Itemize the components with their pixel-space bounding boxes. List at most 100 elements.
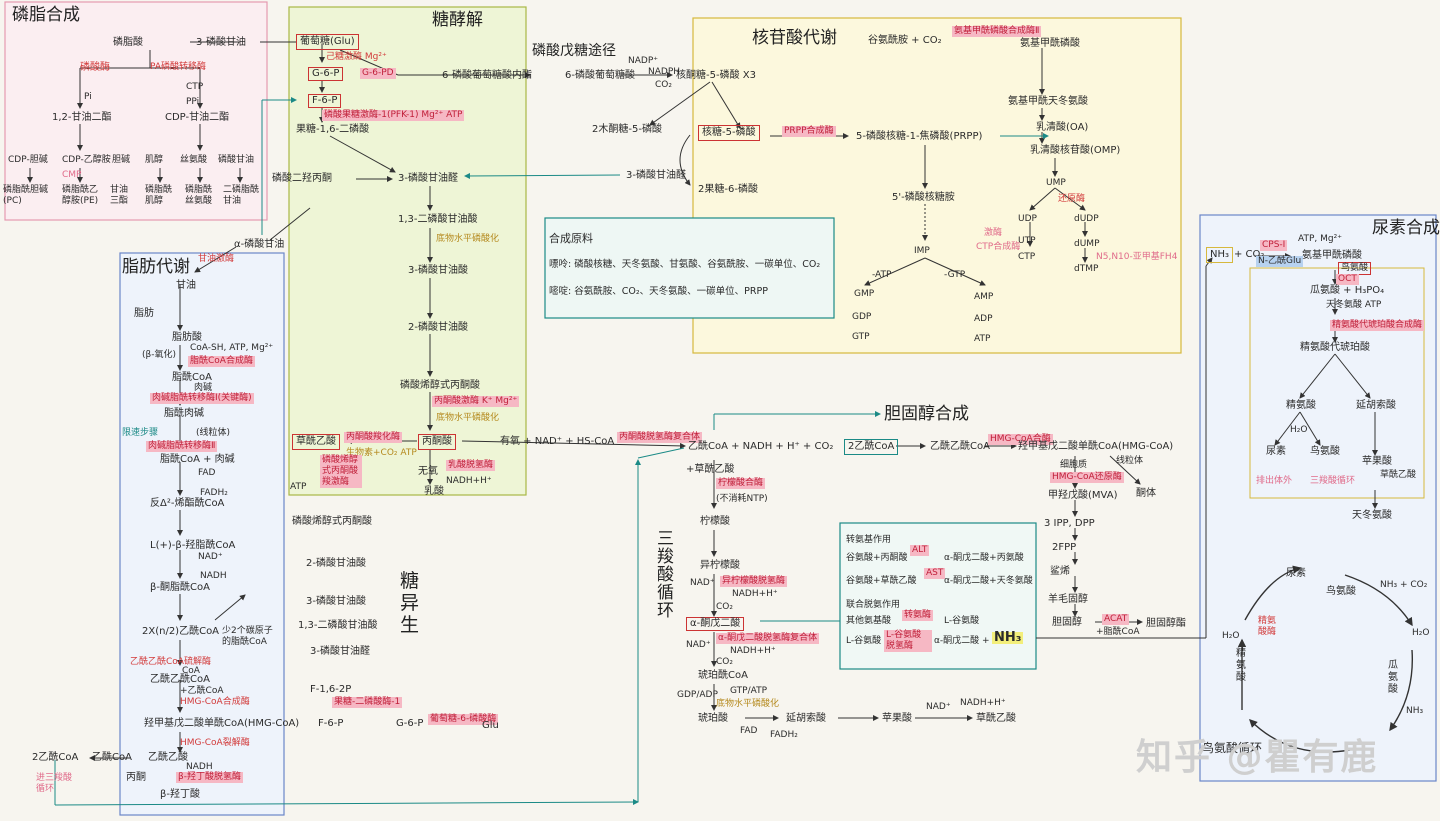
fatty-limit: 限速步骤 xyxy=(122,428,159,438)
glycolysis-title: 糖酵解 xyxy=(432,10,483,30)
glyco-hk: 己糖激酶 Mg²⁺ xyxy=(326,52,387,62)
chol-mva: 甲羟戊酸(MVA) xyxy=(1048,490,1118,501)
glyco-dhap: 磷酸二羟丙酮 xyxy=(272,173,332,184)
fatty-coa: CoA xyxy=(182,666,200,676)
fatty-fa: 脂肪酸 xyxy=(172,332,202,343)
lipid-cl: 二磷脂酰甘油 xyxy=(223,185,260,206)
lipid-dag: 1,2-甘油二酯 xyxy=(52,112,112,123)
urea-excreted: 排出体外 xyxy=(1256,476,1293,486)
nuc-ump: UMP xyxy=(1046,178,1066,188)
urea-c-h2o: H₂O xyxy=(1222,631,1240,641)
ppp-ribulose: 核酮糖-5-磷酸 X3 xyxy=(676,70,756,81)
tca-nadh3: NADH+H⁺ xyxy=(960,698,1006,708)
glyco-atp: ATP xyxy=(290,482,307,492)
lipid-ppi: PPi xyxy=(186,97,200,107)
nuc-carbasp: 氨基甲酰天冬氨酸 xyxy=(1008,96,1088,107)
glyco-substrate: 底物水平磷酸化 xyxy=(436,234,500,244)
chol-liver: 细胞质 xyxy=(1060,460,1088,470)
tca-nad2: NAD⁺ xyxy=(686,640,711,650)
glyco-f6p: F-6-P xyxy=(308,94,342,108)
chol-ac: 2乙酰CoA xyxy=(844,439,899,455)
raw-title: 合成原料 xyxy=(549,232,593,245)
nuc-prpp-syn: PRPP合成酶 xyxy=(782,126,836,137)
fatty-keto: β-酮脂酰CoA xyxy=(150,582,210,593)
ppp-ribose: 核糖-5-磷酸 xyxy=(698,125,760,141)
watermark: 知乎 @瞿有鹿 xyxy=(1136,737,1379,778)
gng-pg3: 3-磷酸甘油酸 xyxy=(306,596,366,607)
urea-cps1: CPS-Ⅰ xyxy=(1260,240,1288,251)
ppp-co2: CO₂ xyxy=(655,80,672,90)
glyco-pdh: 丙酮酸脱氢酶复合体 xyxy=(617,432,703,443)
urea-inner-box xyxy=(1249,267,1425,499)
lipid-phosphatidic: 磷脂酸 xyxy=(113,37,143,48)
tca-nadh2: NADH+H⁺ xyxy=(730,646,776,656)
nuc-carbamoyl: 氨基甲酰磷酸 xyxy=(1020,38,1080,49)
fatty-hmglyase: HMG-CoA裂解酶 xyxy=(180,738,250,748)
glyco-pg3: 3-磷酸甘油酸 xyxy=(408,265,468,276)
fatty-box xyxy=(119,252,285,816)
glyco-pepck: 丙酮酸羧化酶 xyxy=(344,432,403,443)
gng-pg2: 2-磷酸甘油酸 xyxy=(306,558,366,569)
lipid-enzyme: 磷酸酶 xyxy=(80,62,110,73)
fatty-acylcoa: 脂酰CoA xyxy=(172,372,212,383)
glyco-nadh: NADH+H⁺ xyxy=(446,476,492,486)
fatty-nadh2: NADH xyxy=(186,762,213,772)
nuc-reductase: 还原酶 xyxy=(1058,194,1086,204)
ta-gdh: L-谷氨酸脱氢酶 xyxy=(884,630,932,652)
nuc-amp: AMP xyxy=(974,292,994,302)
urea-c-urea: 尿素 xyxy=(1286,568,1306,579)
tca-oaa2: 草酰乙酸 xyxy=(976,713,1016,724)
fatty-bhb: β-羟丁酸 xyxy=(160,789,200,800)
ppp-xylulose: 2木酮糖-5-磷酸 xyxy=(592,124,662,135)
fatty-enoyl: 反Δ²-烯酯酰CoA xyxy=(150,498,225,509)
ta-t2: 联合脱氨作用 xyxy=(846,600,901,610)
fatty-acylcarn: 脂酰肉碱 xyxy=(164,408,204,419)
ppp-nadp: NADP⁺ xyxy=(628,56,658,66)
tca-idh: 异柠檬酸脱氢酶 xyxy=(720,576,788,587)
nuc-ctp: CTP xyxy=(1018,252,1036,262)
lipid-pi: Pi xyxy=(84,92,92,102)
tca-nad3: NAD⁺ xyxy=(926,702,951,712)
nuc-gtp: -GTP xyxy=(944,270,966,280)
urea-c-enz: 精氨酸酶 xyxy=(1258,616,1277,637)
fatty-aacoa: 乙酰乙酰CoA xyxy=(150,674,210,685)
fatty-hmgcoas: HMG-CoA合成酶 xyxy=(180,697,250,707)
chol-ester: 胆固醇酯 xyxy=(1146,618,1186,629)
lipid-serine: 丝氨酸 xyxy=(180,155,208,165)
fatty-activation: (β-氧化) xyxy=(142,350,177,360)
tca-co22: CO₂ xyxy=(716,657,733,667)
tca-title: 三羧酸循环 xyxy=(657,529,674,621)
glyco-pg2: 2-磷酸甘油酸 xyxy=(408,322,468,333)
nuc-atp: -ATP xyxy=(872,270,892,280)
fatty-acac: 乙酰乙酸 xyxy=(148,752,188,763)
urea-orn: 鸟氨酸 xyxy=(1310,446,1340,457)
ppp-f6p2: 2果糖-6-磷酸 xyxy=(698,184,758,195)
chol-lanosterol: 羊毛固醇 xyxy=(1048,594,1088,605)
ta-r1: 谷氨酸+丙酮酸 xyxy=(846,553,908,563)
lipid-pe: 磷脂酰乙醇胺(PE) xyxy=(62,185,99,206)
glyco-pepck2: 磷酸烯醇式丙酮酸羧激酶 xyxy=(320,455,362,488)
urea-title: 尿素合成 xyxy=(1372,218,1440,238)
fatty-cpt1: 肉碱脂酰转移酶Ⅰ(关键酶) xyxy=(150,393,254,404)
tca-gtp: GTP/ATP xyxy=(730,686,767,696)
fatty-acetyl22: 2乙酰CoA xyxy=(32,752,79,763)
urea-c-nh: NH₃ + CO₂ xyxy=(1380,580,1428,590)
nuc-dump: dUMP xyxy=(1074,239,1100,249)
glyco-lactate: 乳酸 xyxy=(424,486,444,497)
chol-mito: 线粒体 xyxy=(1116,456,1144,466)
lipid-glycerol-p: 磷酸甘油 xyxy=(218,155,255,165)
tca-isocitrate: 异柠檬酸 xyxy=(700,560,740,571)
tca-mal: 苹果酸 xyxy=(882,713,912,724)
ta-alt: ALT xyxy=(910,545,930,556)
ta-r3: 其他氨基酸 xyxy=(846,616,892,626)
urea-malate: 苹果酸 xyxy=(1362,456,1392,467)
lipid-cdp-choline: CDP-胆碱 xyxy=(8,155,48,165)
urea-oaa: 草酰乙酸 xyxy=(1380,470,1417,480)
glyco-g6pd: G-6-PD xyxy=(360,68,396,79)
fatty-alpha: α-磷酸甘油 xyxy=(234,239,285,250)
chol-ipp: 3 IPP, DPP xyxy=(1044,518,1095,529)
urea-arg: 精氨酸 xyxy=(1286,400,1316,411)
urea-citrulline: 瓜氨酸 + H₃PO₄ xyxy=(1310,285,1385,296)
fatty-less: 少2个碳原子的脂酰CoA xyxy=(222,626,273,647)
ta-p2: α-酮戊二酸+天冬氨酸 xyxy=(944,576,1033,586)
